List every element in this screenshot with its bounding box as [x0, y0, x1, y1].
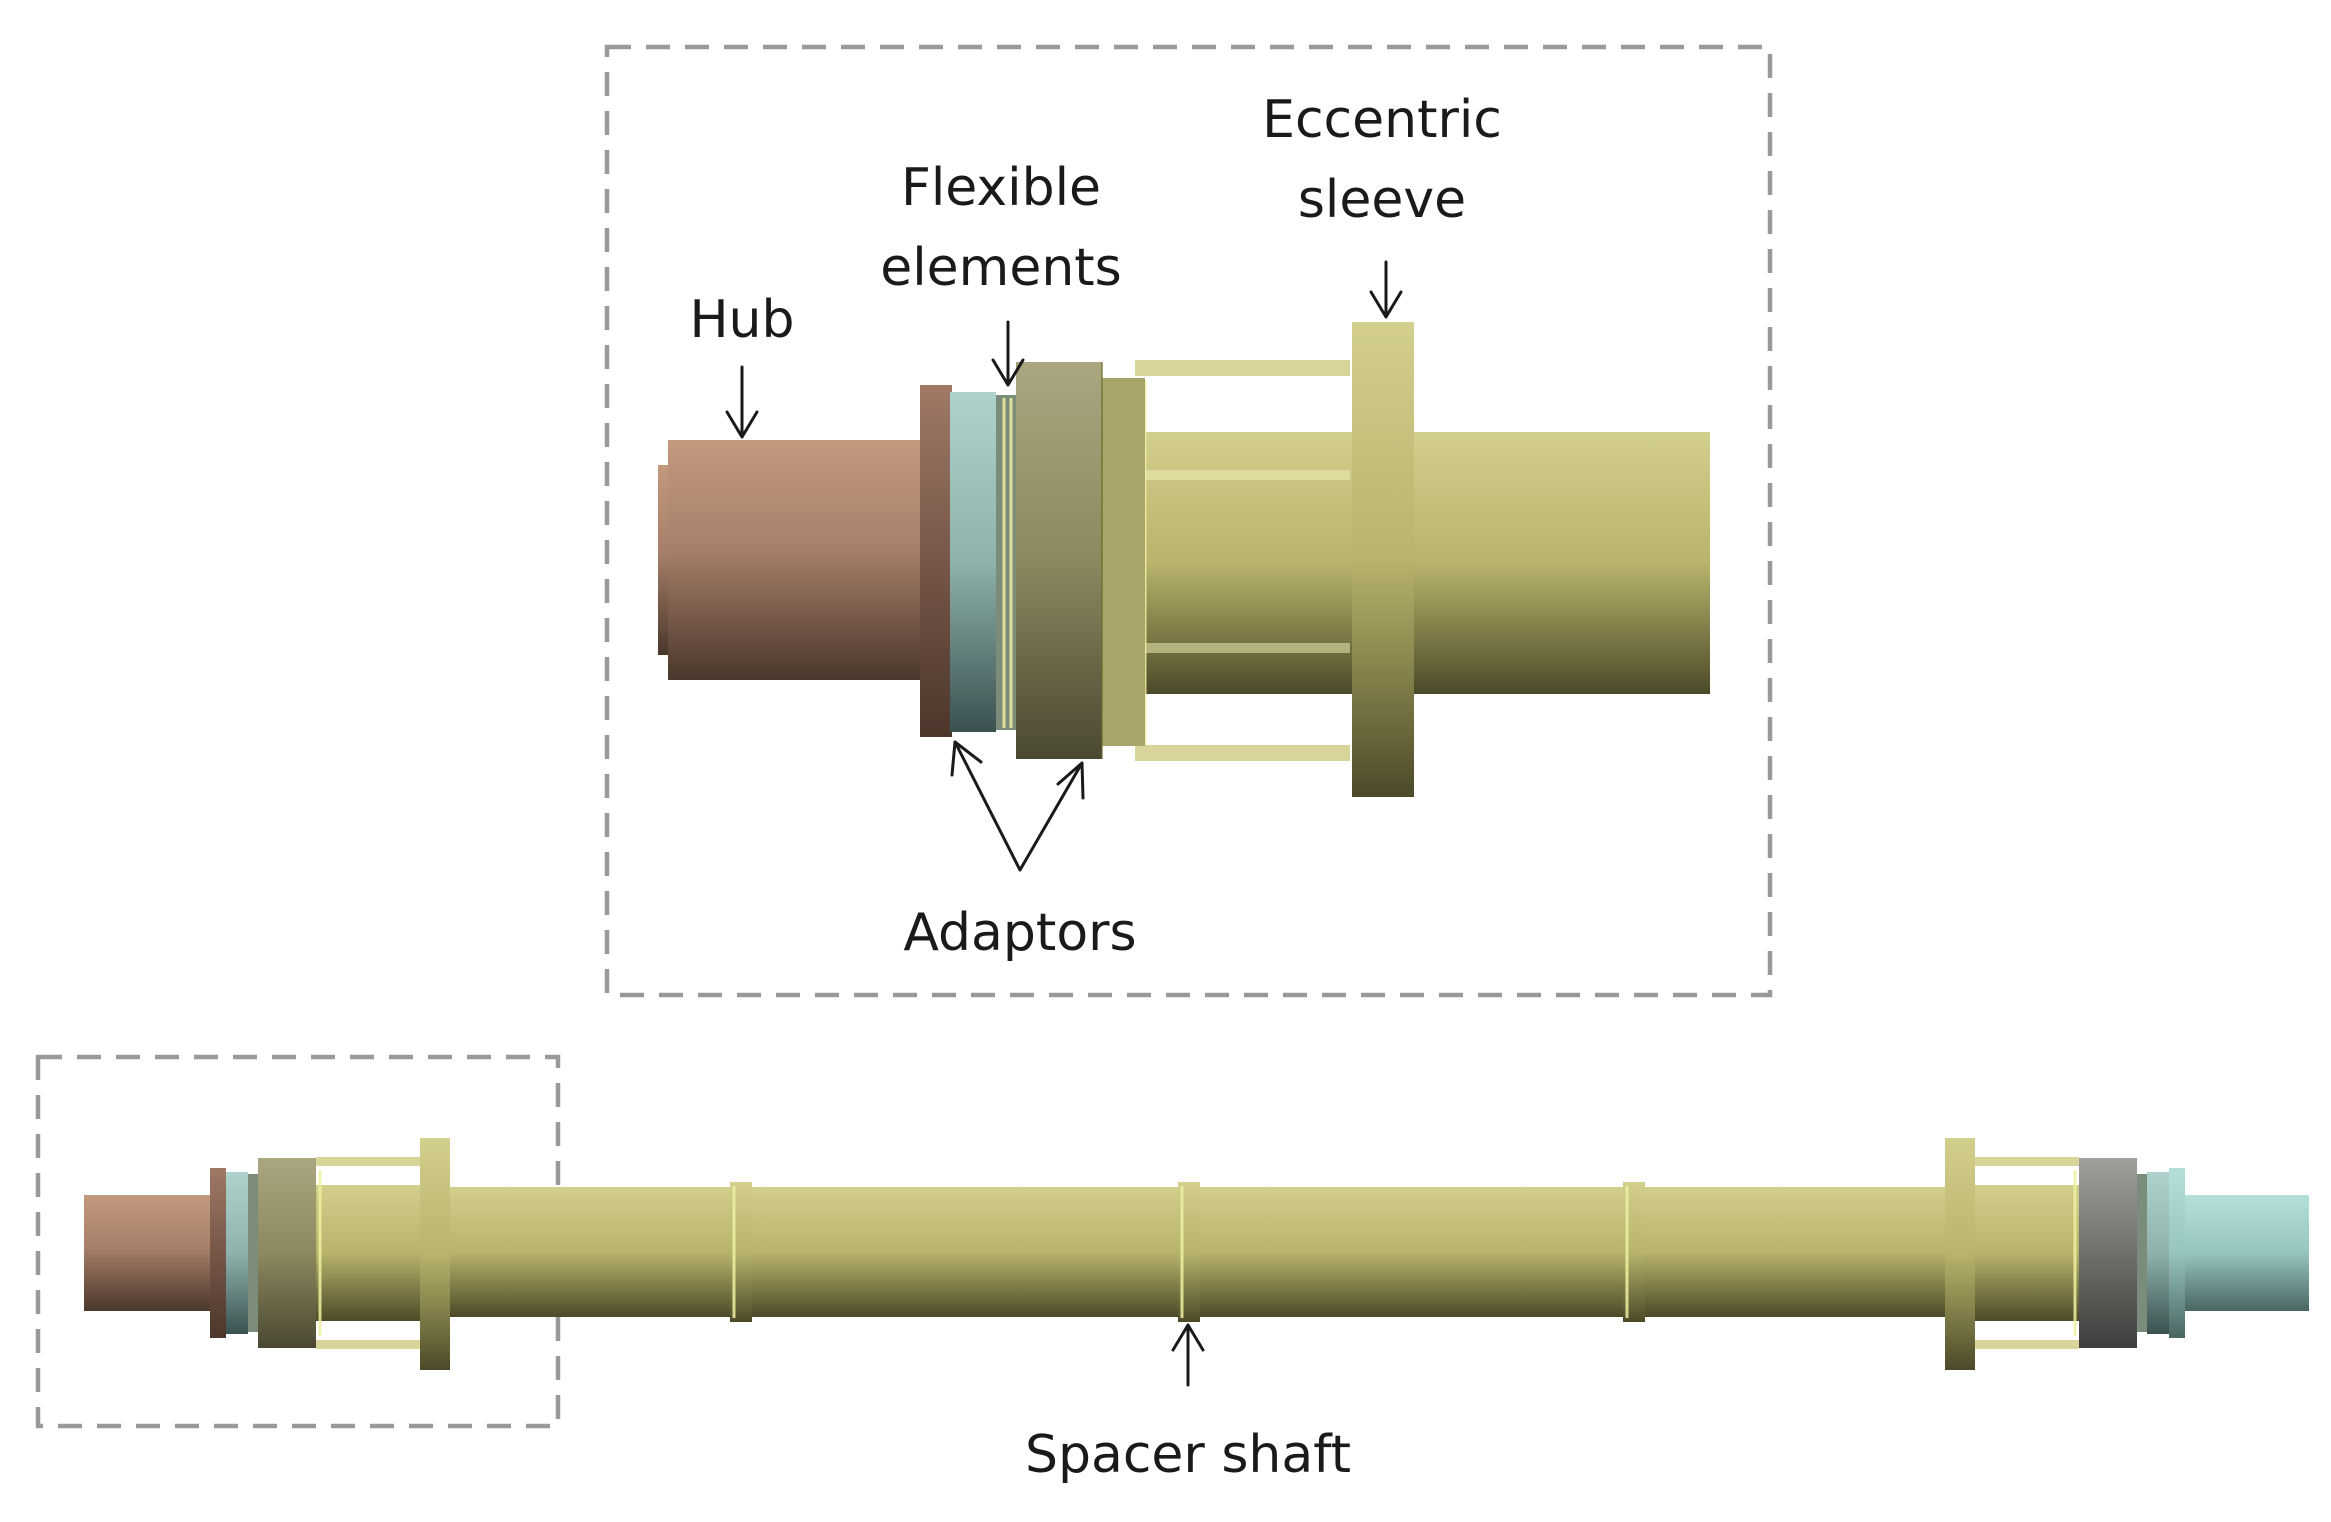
left-hub [84, 1195, 212, 1311]
label-flexible-elements-2: elements [880, 238, 1122, 298]
arrow-eccentric-sleeve [1369, 260, 1403, 319]
left-cage [316, 1185, 420, 1321]
right-teal-adaptor [2147, 1172, 2169, 1334]
right-hub [2185, 1195, 2309, 1311]
right-hub-ring [2169, 1168, 2185, 1338]
right-cage-bottom-bar [1975, 1340, 2079, 1349]
detail-hub [668, 440, 926, 680]
left-cage-top-bar [316, 1157, 420, 1166]
right-cage-top-bar [1975, 1157, 2079, 1166]
label-eccentric-sleeve-1: Eccentric [1262, 90, 1502, 150]
detail-cage-inner-bottom [1140, 643, 1350, 653]
detail-cage-frame [1100, 378, 1145, 746]
label-adaptors: Adaptors [903, 903, 1136, 963]
label-spacer-shaft: Spacer shaft [1025, 1425, 1351, 1485]
label-hub: Hub [689, 290, 794, 350]
detail-eccentric-sleeve-flange [1352, 322, 1414, 797]
detail-view: Hub Flexible elements Eccentric sleeve A… [604, 44, 1773, 998]
detail-flexible-elements [996, 395, 1016, 730]
right-flexible-elements [2137, 1174, 2147, 1332]
left-adaptor-flange [258, 1158, 316, 1348]
spacer-shaft [430, 1187, 1980, 1317]
arrow-spacer-shaft [1171, 1323, 1205, 1387]
detail-adaptor-flange [1016, 362, 1102, 759]
detail-cage-bottom-bar [1135, 745, 1350, 761]
detail-teal-adaptor [950, 392, 996, 732]
left-hub-ring [210, 1168, 226, 1338]
detail-hub-nose [658, 465, 670, 655]
detail-hub-ring [920, 385, 952, 737]
right-eccentric-sleeve-flange [1945, 1138, 1975, 1370]
left-eccentric-sleeve-flange [420, 1138, 450, 1370]
detail-cage-top-bar [1135, 360, 1350, 376]
left-cage-bottom-bar [316, 1340, 420, 1349]
detail-cage-inner-top [1140, 470, 1350, 480]
right-cage [1975, 1185, 2079, 1321]
arrow-flexible-elements [991, 320, 1025, 387]
right-adaptor-flange-gray [2079, 1158, 2137, 1348]
arrow-hub [725, 365, 759, 439]
left-flexible-elements [248, 1174, 258, 1332]
arrows-adaptors [950, 740, 1085, 872]
left-teal-adaptor [226, 1172, 248, 1334]
label-flexible-elements-1: Flexible [901, 158, 1101, 218]
full-assembly: Spacer shaft [35, 1054, 2309, 1485]
label-eccentric-sleeve-2: sleeve [1298, 170, 1466, 230]
detail-dashed-box [604, 44, 1773, 998]
